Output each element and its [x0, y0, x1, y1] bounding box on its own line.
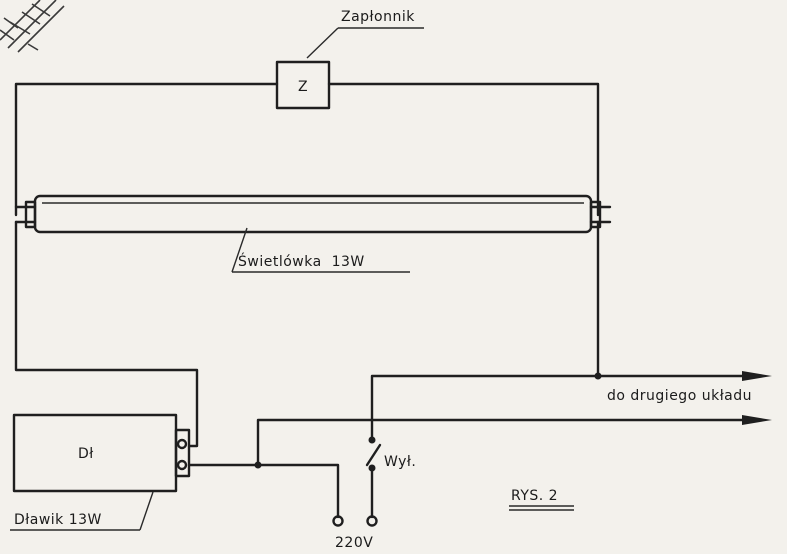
starter-leader-line — [306, 27, 339, 59]
ballast-label: Dławik 13W — [14, 512, 102, 528]
ballast-supply-wire — [187, 463, 340, 519]
top-wire — [14, 82, 600, 217]
output-wire-lower — [256, 418, 757, 467]
corner-sketch — [0, 0, 65, 53]
supply-terminal-left — [332, 515, 344, 527]
fluorescent-tube — [14, 194, 612, 234]
starter-symbol: Z — [298, 79, 308, 95]
ballast-terminal-top — [176, 438, 188, 450]
ballast-terminal-bottom — [176, 459, 188, 471]
junction-dot-left — [254, 461, 262, 469]
ballast-box — [12, 413, 178, 493]
figure-caption: RYS. 2 — [511, 488, 558, 504]
output-arrow-upper — [742, 371, 772, 381]
switch-blade — [365, 443, 382, 467]
output-label: do drugiego układu — [607, 388, 752, 404]
ballast-symbol: Dł — [78, 446, 94, 462]
output-arrow-lower — [742, 415, 772, 425]
left-wire — [14, 220, 199, 448]
output-wire-upper — [370, 374, 757, 442]
supply-terminal-right — [366, 515, 378, 527]
tube-leader-line — [231, 227, 248, 273]
starter-title: Zapłonnik — [341, 9, 415, 25]
ballast-leader-line — [139, 491, 154, 531]
switch-contact-top — [368, 436, 376, 444]
tube-label: Świetlówka 13W — [238, 252, 365, 270]
supply-label: 220V — [335, 535, 373, 550]
ballast-terminal-block — [174, 428, 191, 478]
switch-label: Wył. — [384, 454, 416, 470]
